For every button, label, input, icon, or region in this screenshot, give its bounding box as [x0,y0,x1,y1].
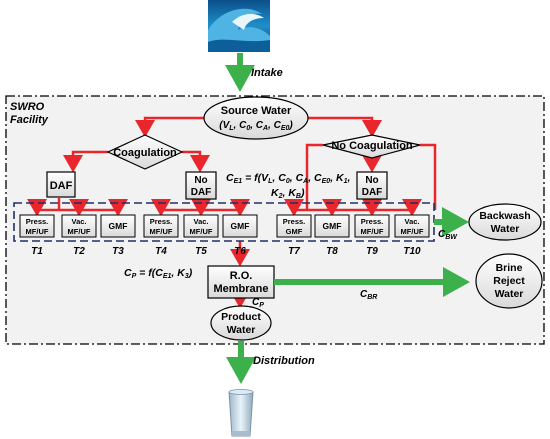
filter-label-line1: Press. [361,217,384,226]
filter-t8: GMF T8 [314,214,350,257]
coagulation-label: Coagulation [113,147,177,159]
no-daf-box-left: No DAF [185,171,217,200]
filter-label: GMF [231,221,250,231]
treatment-train-tag: T5 [195,246,207,257]
filter-t3: GMF T3 [100,214,136,257]
ro-membrane-node: R.O. Membrane [207,265,275,299]
source-water-title: Source Water [221,105,292,117]
treatment-train-tag: T10 [403,246,421,257]
treatment-train-tag: T8 [326,246,338,257]
filter-t7: Press.GMF T7 [276,214,312,257]
no-coagulation-decision: No Coagulation [322,134,421,159]
treatment-train-tag: T4 [155,246,167,257]
cp-flow-label: CP [252,297,264,309]
intake-label: Intake [251,67,283,79]
filter-box [314,214,350,238]
no-daf-left-line1: No [194,175,207,186]
filter-label: GMF [109,221,128,231]
filter-box [222,214,258,238]
filter-label-line1: Press. [283,217,306,226]
brine-line1: Brine [496,262,523,274]
no-daf-right-line1: No [365,175,378,186]
filter-label-line2: MF/UF [401,227,424,236]
ce1-equation: CE1 = f(VL, C0, CA, CE0, K1, K2, KB) [226,172,351,200]
daf-label: DAF [50,180,73,192]
filter-box [100,214,136,238]
treatment-train-tag: T2 [73,246,85,257]
daf-box: DAF [46,171,76,198]
filter-box [143,214,179,238]
filter-box [61,214,97,238]
pretreatment-filters: Press.MF/UFT1Vac.MF/UFT2GMFT3Press.MF/UF… [19,214,430,257]
treatment-train-tag: T6 [234,246,246,257]
treatment-train-tag: T9 [366,246,378,257]
backwash-water-node: Backwash Water [468,203,542,241]
cbr-label: CBR [360,289,377,301]
no-daf-right-line2: DAF [362,187,383,198]
filter-t10: Vac.MF/UF T10 [394,214,430,257]
filter-t2: Vac.MF/UF T2 [61,214,97,257]
filter-box [394,214,430,238]
filter-t9: Press.MF/UF T9 [354,214,390,257]
distribution-label: Distribution [253,355,315,367]
filter-t1: Press.MF/UF T1 [19,214,55,257]
cbw-label: CBW [438,229,458,241]
filter-label-line1: Press. [26,217,49,226]
backwash-line2: Water [491,223,520,235]
source-water-params: (VL, C0, CA, CE0) [219,120,293,132]
filter-label-line1: Press. [150,217,173,226]
brine-line2: Reject [493,275,525,287]
filter-label-line2: MF/UF [26,227,49,236]
facility-label-line2: Facility [10,114,49,126]
coagulation-decision: Coagulation [106,134,184,170]
filter-label-line2: GMF [286,227,303,236]
brine-line3: Water [495,288,524,300]
backwash-line1: Backwash [479,210,530,222]
filter-label-line2: MF/UF [361,227,384,236]
water-glass-icon [228,389,254,437]
ro-line2: Membrane [213,283,268,295]
product-water-node: Product Water [210,305,272,341]
ro-line1: R.O. [230,270,253,282]
filter-box [276,214,312,238]
ce1-equation-line2: K2, KB) [271,187,305,200]
cp-equation: CP = f(CE1, K3) [124,267,193,280]
filter-t4: Press.MF/UF T4 [143,214,179,257]
brine-reject-node: Brine Reject Water [475,253,543,309]
filter-label-line1: Vac. [404,217,419,226]
product-line1: Product [221,311,261,323]
filter-box [183,214,219,238]
filter-label-line2: MF/UF [190,227,213,236]
red-flow-network [27,116,437,309]
source-water-node: Source Water (VL, C0, CA, CE0) [203,96,309,140]
filter-label-line2: MF/UF [68,227,91,236]
product-line2: Water [227,324,256,336]
treatment-train-tag: T1 [31,246,43,257]
treatment-train-tag: T7 [288,246,300,257]
filter-t5: Vac.MF/UF T5 [183,214,219,257]
ocean-wave-image [208,0,270,52]
filter-box [19,214,55,238]
facility-label-line1: SWRO [10,101,45,113]
ce1-equation-line1: CE1 = f(VL, C0, CA, CE0, K1, [226,172,351,185]
filter-t6: GMF T6 [222,214,258,257]
no-daf-left-line2: DAF [191,187,212,198]
treatment-train-tag: T3 [112,246,124,257]
filter-box [354,214,390,238]
filter-label-line2: MF/UF [150,227,173,236]
no-coagulation-label: No Coagulation [331,140,413,152]
filter-label-line1: Vac. [193,217,208,226]
no-daf-box-right: No DAF [356,171,388,200]
filter-label: GMF [323,221,342,231]
filter-label-line1: Vac. [71,217,86,226]
